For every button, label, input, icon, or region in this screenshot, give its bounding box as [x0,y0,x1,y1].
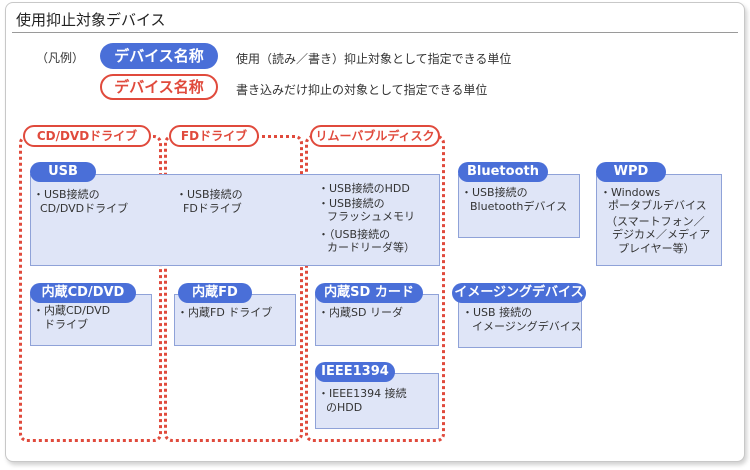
wpd-line1: ・Windows [600,186,661,199]
usb-removable-line4: ・（USB接続の [318,228,391,241]
bluetooth-box [458,174,580,238]
usb-cddvd-line1: ・USB接続の [33,188,100,201]
wpd-line5: プレイヤー等） [618,242,695,255]
imaging-line2: イメージングデバイス [472,320,582,333]
legend-red-desc: 書き込みだけ抑止の対象として指定できる単位 [236,83,488,97]
ieee1394-tag: IEEE1394 [315,362,395,382]
wpd-line4: デジカメ／メディア [612,228,711,241]
usb-cddvd-line2: CD/DVDドライブ [40,202,129,215]
usb-removable-line5: カードリーダ等） [327,241,415,254]
internal-cddvd-line1: ・内蔵CD/DVD [33,304,111,317]
bluetooth-line1: ・USB接続の [461,186,528,199]
usb-removable-line1: ・USB接続のHDD [318,182,410,195]
internal-fd-line1: ・内蔵FD ドライブ [177,306,273,319]
category-cddvd-drive: CD/DVDドライブ [23,125,151,147]
category-fd-drive: FDドライブ [169,125,259,147]
usb-removable-line3: フラッシュメモリ [327,210,415,223]
imaging-line1: ・USB 接続の [462,306,533,319]
wpd-line3: （スマートフォン／ [606,215,705,228]
wpd-line2: ポータブルデバイス [608,199,707,212]
internal-cddvd-line2: ドライブ [44,318,88,331]
internal-cddvd-tag: 内蔵CD/DVD [30,283,136,303]
imaging-device-box [458,294,582,348]
bluetooth-line2: Bluetoothデバイス [470,200,568,213]
usb-fd-line1: ・USB接続の [176,188,243,201]
legend-blue-pill: デバイス名称 [100,43,218,69]
internal-sd-tag: 内蔵SD カード [315,283,423,303]
usb-box [30,174,440,266]
legend-blue-desc: 使用（読み／書き）抑止対象として指定できる単位 [236,52,512,66]
ieee1394-line2: のHDD [326,401,363,414]
usb-removable-line2: ・USB接続の [318,197,385,210]
internal-sd-line1: ・内蔵SD リーダ [318,306,403,319]
title-rule [12,32,738,33]
bluetooth-tag: Bluetooth [458,162,548,182]
ieee1394-line1: ・IEEE1394 接続 [318,387,407,400]
internal-fd-tag: 内蔵FD [178,283,252,303]
legend-red-pill: デバイス名称 [100,74,218,100]
wpd-tag: WPD [596,162,666,182]
imaging-device-tag: イメージングデバイス [452,283,586,303]
figure-title: 使用抑止対象デバイス [16,11,166,29]
ieee1394-box [315,373,439,429]
usb-tag: USB [30,162,96,182]
category-removable-disk: リムーバブルディスク [310,125,440,147]
usb-fd-line2: FDドライブ [183,202,242,215]
legend-label: （凡例） [36,51,85,65]
